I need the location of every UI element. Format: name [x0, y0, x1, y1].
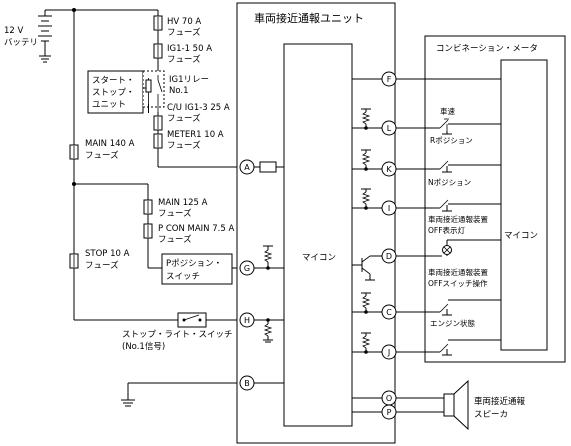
meter1-fuse-sub: フューズ — [167, 140, 201, 151]
start-stop-unit-line1: スタート・ — [92, 76, 135, 86]
stop10-fuse — [69, 253, 79, 269]
stop-light-switch-name: ストップ・ライト・スイッチ — [122, 330, 233, 340]
connector-J: J — [381, 344, 397, 360]
connector-F: F — [381, 71, 397, 87]
signal-speed-label: 車速 — [440, 106, 455, 116]
svg-text:F: F — [387, 75, 392, 84]
svg-text:D: D — [386, 252, 392, 261]
meter-microcomputer — [500, 59, 548, 351]
connector-L: L — [381, 120, 397, 136]
svg-text:L: L — [387, 124, 392, 133]
meter-title: コンビネーション・メータ — [436, 44, 538, 54]
ig1-1-fuse — [153, 43, 163, 59]
signal-engine-state-label: エンジン状態 — [430, 318, 475, 328]
p-position-switch-box — [161, 253, 233, 285]
signal-off-lamp-line1: 車両接近通報装置 — [428, 214, 488, 224]
main125-fuse-sub: フューズ — [158, 208, 192, 219]
pcon-main-fuse-name: P CON MAIN 7.5 A — [158, 224, 234, 234]
p-position-switch-line1: Pポジション・ — [166, 259, 222, 269]
junction-dot — [72, 8, 76, 12]
unit-microcomputer — [283, 43, 353, 427]
svg-text:A: A — [244, 163, 250, 172]
main125-fuse-name: MAIN 125 A — [158, 198, 208, 208]
signal-off-switch-line2: OFFスイッチ操作 — [428, 278, 488, 288]
signal-off-lamp-line2: OFF表示灯 — [428, 225, 466, 235]
ig1-relay-name: IG1リレー — [169, 75, 209, 85]
connector-G: G — [239, 260, 255, 276]
svg-text:H: H — [244, 316, 250, 325]
start-stop-unit-line3: ユニット — [92, 100, 126, 110]
main125-fuse — [143, 199, 153, 215]
speaker-label-line2: スピーカ — [474, 410, 508, 420]
meter1-fuse-name: METER1 10 A — [167, 130, 224, 140]
svg-text:K: K — [386, 165, 392, 174]
speaker-label-line1: 車両接近通報 — [474, 396, 526, 407]
ig1-1-fuse-name: IG1-1 50 A — [167, 44, 212, 54]
cu-ig1-3-fuse — [153, 115, 163, 131]
ig1-relay-no: No.1 — [169, 86, 189, 96]
unit-micro-label: マイコン — [302, 253, 336, 263]
connector-H: H — [239, 312, 255, 328]
start-stop-unit-line2: ストップ・ — [92, 88, 135, 98]
stop10-fuse-sub: フューズ — [85, 260, 119, 271]
stop-light-switch — [177, 312, 207, 328]
svg-text:B: B — [244, 379, 250, 388]
ig1-relay — [142, 70, 165, 113]
battery-label: バッテリ — [4, 38, 38, 48]
svg-text:O: O — [386, 394, 392, 403]
meter1-fuse — [153, 133, 163, 149]
hv70-fuse-name: HV 70 A — [167, 17, 201, 27]
speaker-icon — [443, 379, 469, 431]
meter-micro-label: マイコン — [504, 231, 538, 241]
connector-P: P — [381, 404, 397, 420]
main140-fuse-name: MAIN 140 A — [85, 139, 135, 149]
connector-K: K — [381, 161, 397, 177]
connector-D: D — [381, 248, 397, 264]
svg-text:P: P — [387, 408, 392, 417]
signal-off-switch-line1: 車両接近通報装置 — [428, 267, 488, 277]
main140-fuse — [69, 144, 79, 160]
off-indicator-lamp-icon — [442, 245, 452, 255]
hv70-fuse — [153, 15, 163, 31]
svg-text:C: C — [386, 308, 392, 317]
svg-text:I: I — [388, 204, 390, 213]
cu-ig1-3-fuse-name: C/U IG1-3 25 A — [167, 103, 230, 113]
main140-fuse-sub: フューズ — [85, 150, 119, 161]
pcon-main-fuse — [143, 223, 153, 239]
ig1-1-fuse-sub: フューズ — [167, 54, 201, 65]
connector-B: B — [239, 375, 255, 391]
hv70-fuse-sub: フューズ — [167, 27, 201, 38]
battery-voltage-label: 12 V — [4, 26, 24, 36]
signal-r-position-label: Rポジション — [430, 136, 473, 145]
connector-I: I — [381, 200, 397, 216]
cu-ig1-3-fuse-sub: フューズ — [167, 113, 201, 124]
battery-symbol — [38, 10, 52, 63]
pcon-main-fuse-sub: フューズ — [158, 234, 192, 245]
connector-C: C — [381, 304, 397, 320]
svg-text:G: G — [244, 264, 250, 273]
connector-O: O — [381, 390, 397, 406]
signal-n-position-label: Nポジション — [428, 178, 471, 187]
connector-A: A — [239, 159, 255, 175]
p-position-switch-line2: スイッチ — [166, 272, 200, 282]
stop10-fuse-name: STOP 10 A — [85, 249, 130, 259]
unit-title: 車両接近通報ユニット — [254, 11, 364, 25]
stop-light-switch-sub: (No.1信号) — [122, 341, 165, 352]
svg-text:J: J — [387, 348, 390, 357]
